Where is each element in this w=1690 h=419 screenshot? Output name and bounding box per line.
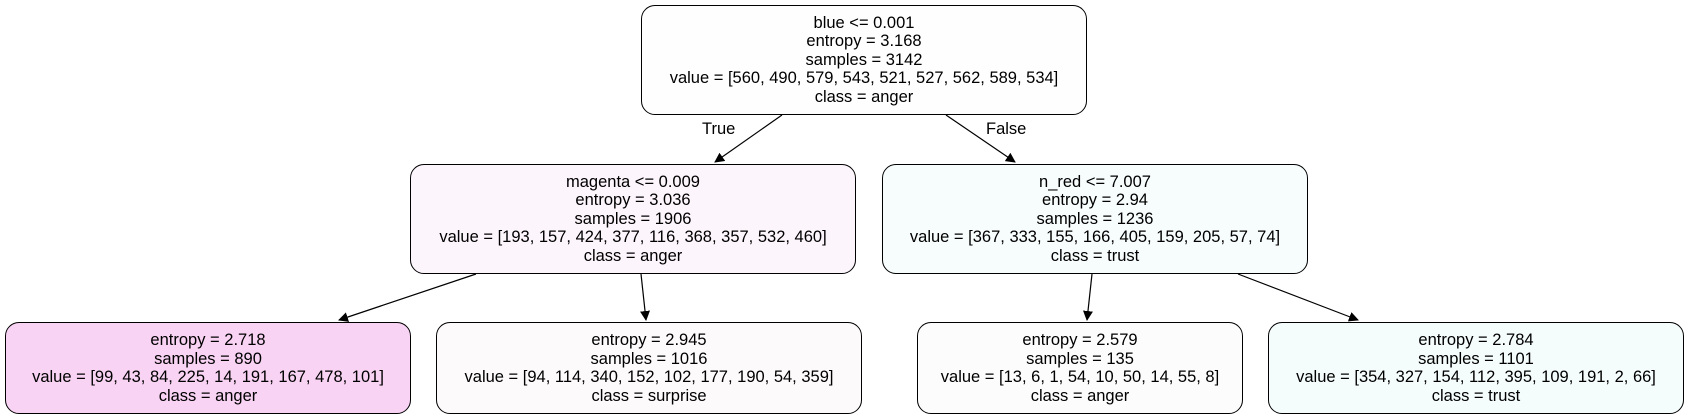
samples-value: samples = 1906 bbox=[574, 209, 692, 228]
tree-node-right: n_red <= 7.007 entropy = 2.94 samples = … bbox=[882, 164, 1308, 274]
samples-value: samples = 1101 bbox=[1418, 349, 1534, 368]
tree-node-root: blue <= 0.001 entropy = 3.168 samples = … bbox=[641, 5, 1087, 115]
tree-node-left: magenta <= 0.009 entropy = 3.036 samples… bbox=[410, 164, 856, 274]
class-counts: value = [99, 43, 84, 225, 14, 191, 167, … bbox=[32, 368, 384, 386]
samples-value: samples = 1016 bbox=[590, 349, 708, 368]
edge-label-false: False bbox=[986, 120, 1027, 138]
class-counts: value = [367, 333, 155, 166, 405, 159, 2… bbox=[909, 228, 1281, 247]
class-label: class = anger bbox=[1030, 386, 1130, 405]
tree-leaf-4: entropy = 2.784 samples = 1101 value = [… bbox=[1268, 322, 1684, 414]
entropy-value: entropy = 2.945 bbox=[591, 331, 707, 349]
entropy-value: entropy = 2.784 bbox=[1418, 331, 1534, 349]
split-condition: magenta <= 0.009 bbox=[566, 172, 700, 191]
entropy-value: entropy = 2.718 bbox=[150, 331, 266, 349]
class-counts: value = [560, 490, 579, 543, 521, 527, 5… bbox=[669, 69, 1059, 88]
edge-n1-n4 bbox=[640, 273, 650, 321]
tree-leaf-3: entropy = 2.579 samples = 135 value = [1… bbox=[917, 322, 1243, 414]
samples-value: samples = 3142 bbox=[805, 50, 923, 69]
class-label: class = anger bbox=[583, 246, 683, 265]
samples-value: samples = 1236 bbox=[1036, 209, 1154, 228]
tree-leaf-2: entropy = 2.945 samples = 1016 value = [… bbox=[436, 322, 862, 414]
class-counts: value = [94, 114, 340, 152, 102, 177, 19… bbox=[464, 368, 834, 386]
entropy-value: entropy = 3.168 bbox=[806, 32, 922, 51]
class-counts: value = [13, 6, 1, 54, 10, 50, 14, 55, 8… bbox=[940, 368, 1220, 386]
class-label: class = trust bbox=[1431, 386, 1521, 405]
edge-label-true: True bbox=[702, 120, 736, 138]
samples-value: samples = 135 bbox=[1026, 349, 1134, 368]
edge-n2-n5 bbox=[1083, 273, 1093, 321]
split-condition: n_red <= 7.007 bbox=[1039, 172, 1151, 191]
edge-n2-n6 bbox=[1237, 273, 1359, 322]
edge-n0-n1 bbox=[714, 114, 783, 163]
split-condition: blue <= 0.001 bbox=[813, 13, 915, 32]
class-counts: value = [193, 157, 424, 377, 116, 368, 3… bbox=[439, 228, 827, 247]
class-counts: value = [354, 327, 154, 112, 395, 109, 1… bbox=[1296, 368, 1656, 386]
class-label: class = trust bbox=[1050, 246, 1140, 265]
entropy-value: entropy = 3.036 bbox=[575, 191, 691, 210]
entropy-value: entropy = 2.579 bbox=[1022, 331, 1138, 349]
class-label: class = anger bbox=[814, 87, 914, 106]
class-label: class = anger bbox=[158, 386, 258, 405]
tree-leaf-1: entropy = 2.718 samples = 890 value = [9… bbox=[5, 322, 411, 414]
edge-n0-n2 bbox=[945, 114, 1016, 163]
samples-value: samples = 890 bbox=[154, 349, 262, 368]
class-label: class = surprise bbox=[591, 386, 707, 405]
entropy-value: entropy = 2.94 bbox=[1042, 191, 1148, 210]
edge-n1-n3 bbox=[338, 273, 477, 322]
